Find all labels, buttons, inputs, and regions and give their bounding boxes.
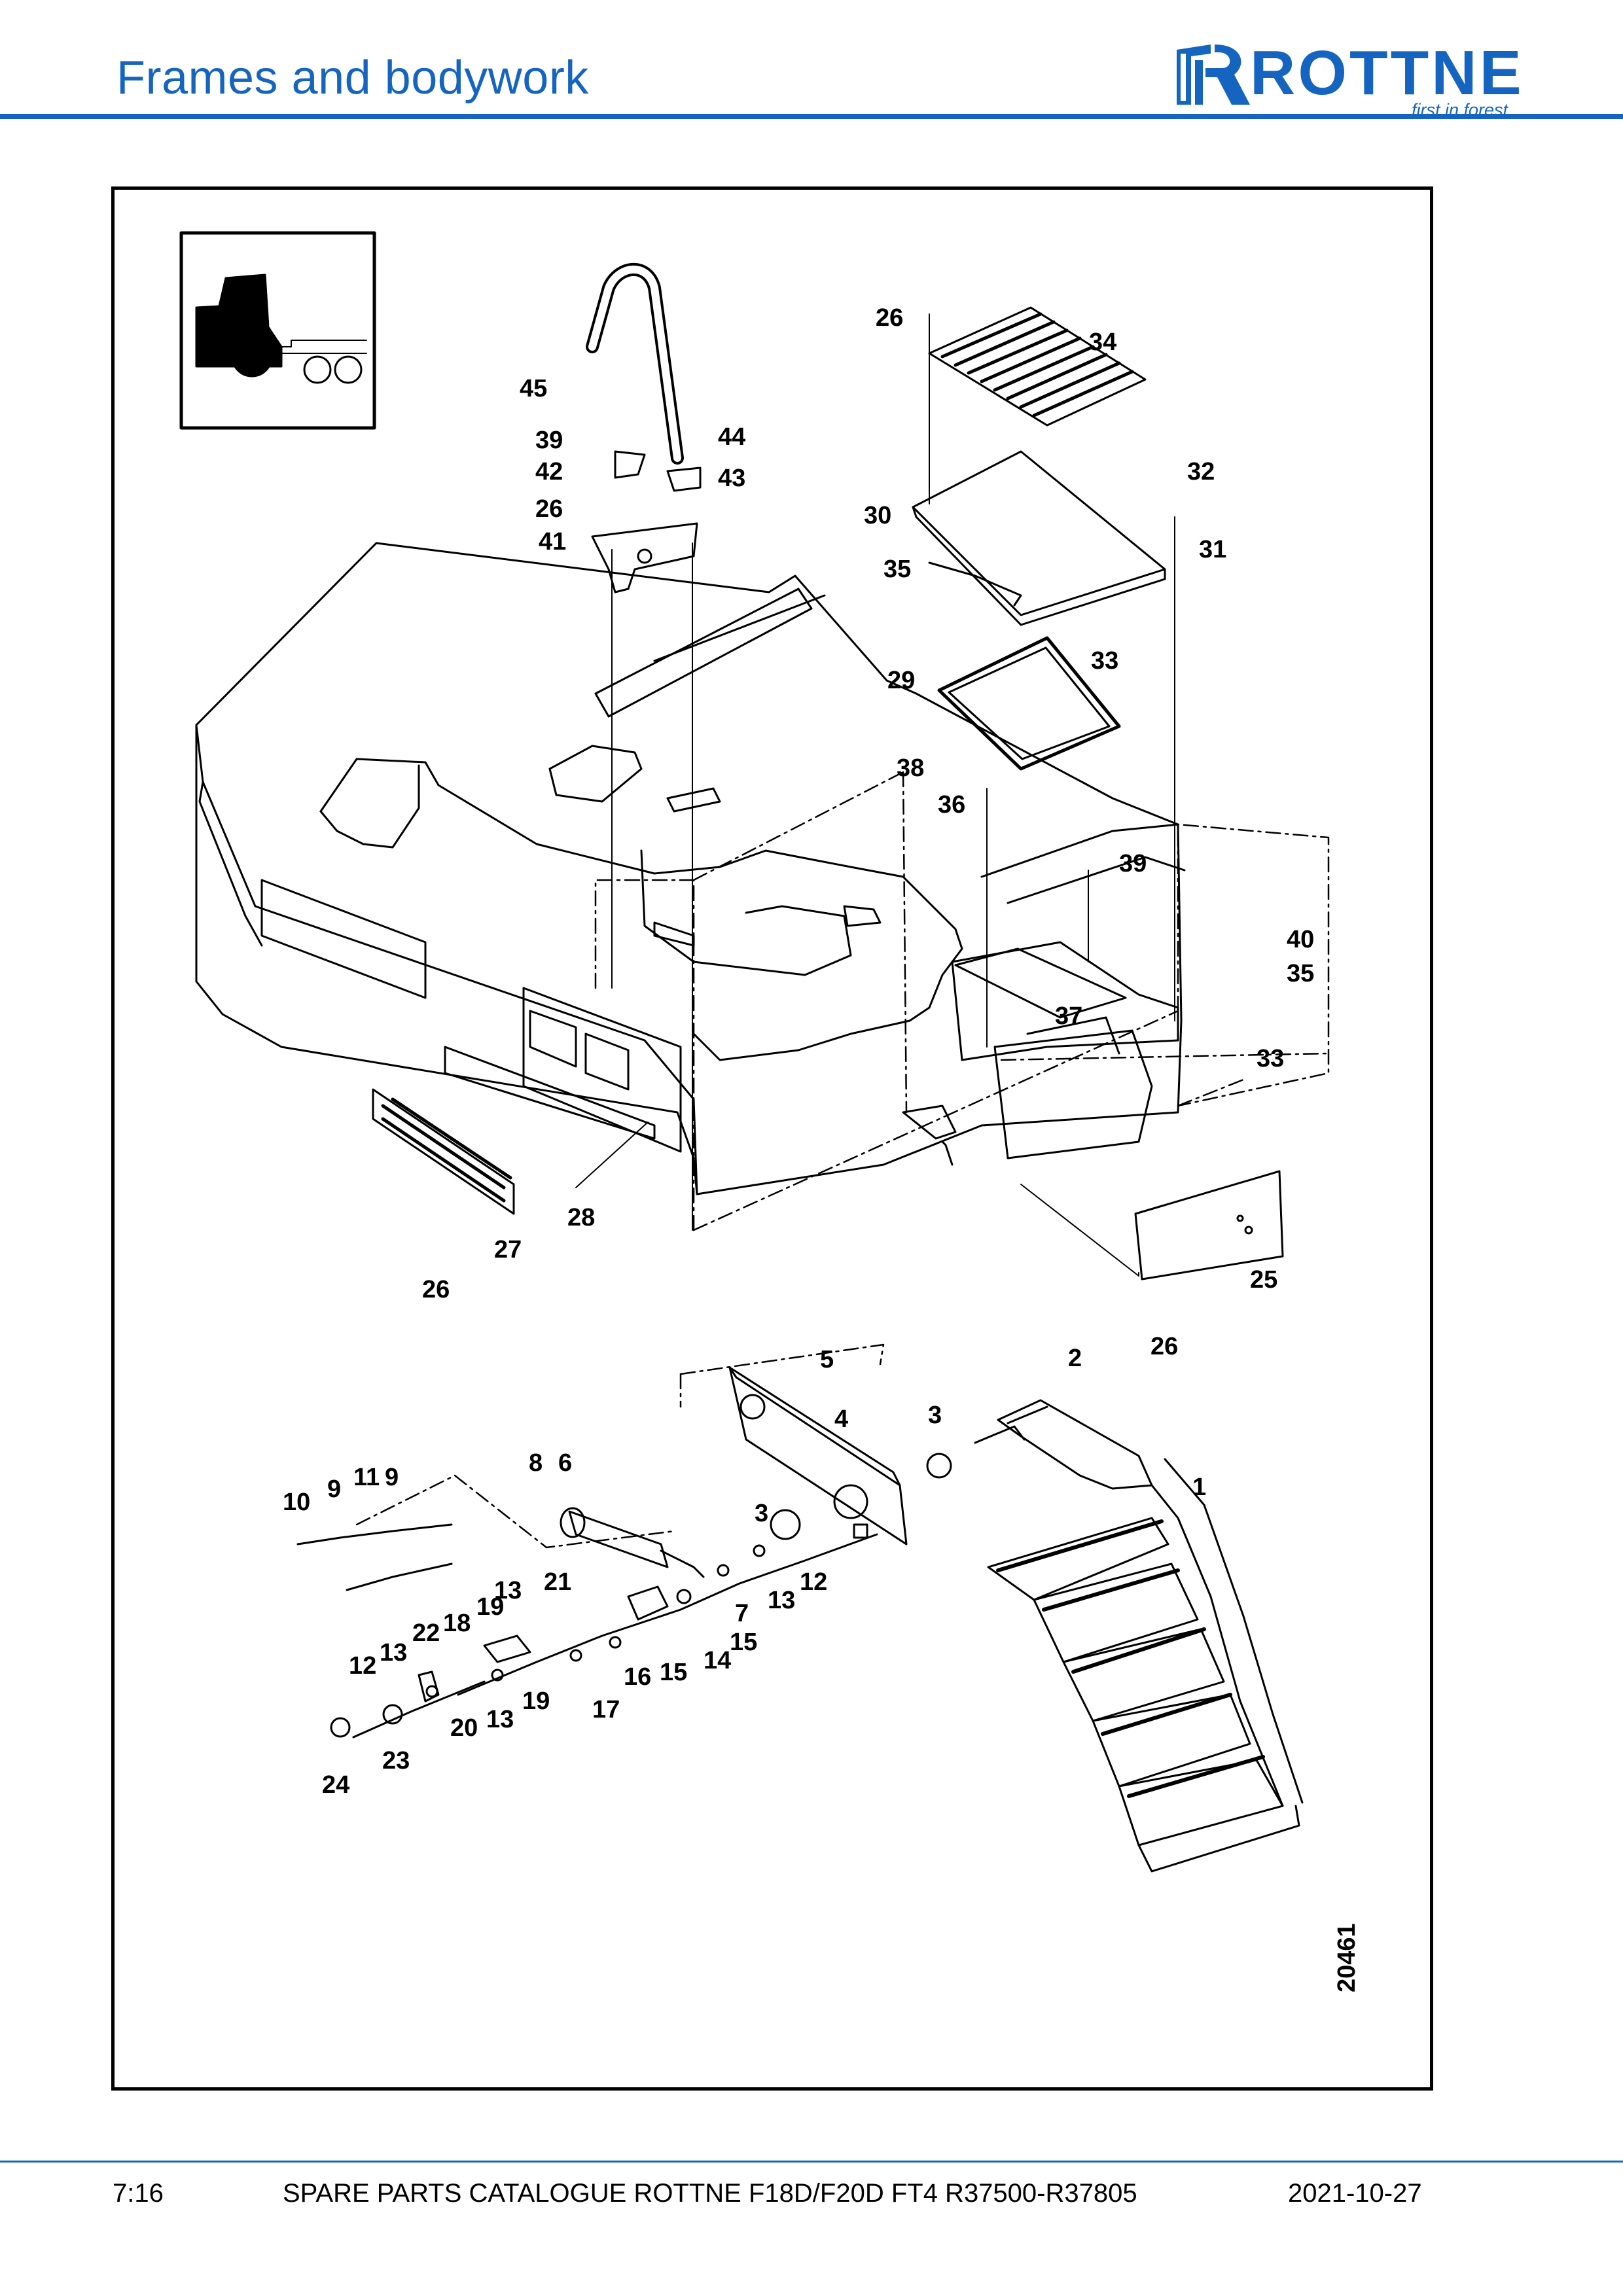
mount-plate-part: [728, 1366, 908, 1545]
callout-26: 26: [876, 304, 903, 332]
callout-41: 41: [539, 528, 566, 556]
brand-tagline: first in forest: [1411, 100, 1508, 120]
callout-23: 23: [382, 1747, 410, 1775]
brand-name: ROTTNE: [1250, 38, 1524, 108]
callout-39: 39: [1119, 850, 1147, 877]
callout-3: 3: [755, 1500, 768, 1527]
callout-21: 21: [544, 1568, 571, 1596]
callout-14: 14: [704, 1647, 731, 1674]
callout-13: 13: [494, 1577, 522, 1604]
callout-43: 43: [718, 465, 745, 492]
step-cover-part: [912, 450, 1166, 626]
callout-13: 13: [380, 1639, 407, 1667]
callout-12: 12: [349, 1652, 376, 1680]
drawing-frame: [111, 186, 1433, 2091]
assembly-guide-lines: [355, 771, 1330, 1549]
cover-plate-28-part: [444, 1046, 656, 1140]
callout-35: 35: [1287, 960, 1314, 987]
callout-29: 29: [887, 667, 915, 694]
header-rule: [0, 114, 1623, 119]
callout-6: 6: [558, 1449, 572, 1477]
callout-4: 4: [834, 1405, 848, 1433]
machine-location-icon: [179, 231, 376, 430]
callout-17: 17: [592, 1696, 620, 1723]
callout-19: 19: [522, 1687, 550, 1715]
page-title: Frames and bodywork: [116, 52, 589, 104]
handrail-part: [586, 262, 702, 593]
callout-10: 10: [283, 1489, 310, 1516]
figure-number: 20461: [1333, 1923, 1361, 1992]
callout-38: 38: [897, 754, 924, 782]
callout-31: 31: [1199, 536, 1226, 563]
callout-15: 15: [660, 1659, 687, 1686]
callout-28: 28: [567, 1204, 595, 1231]
callout-37: 37: [1055, 1002, 1082, 1030]
leader-lines: [575, 313, 1175, 1277]
callout-27: 27: [494, 1236, 522, 1263]
grille-part: [372, 1088, 515, 1215]
callout-9: 9: [327, 1475, 341, 1503]
callout-7: 7: [735, 1600, 749, 1627]
callout-26: 26: [1150, 1333, 1178, 1360]
grating-part: [928, 306, 1147, 427]
callout-35: 35: [883, 556, 911, 583]
brand-logo: ROTTNE first in forest: [1171, 41, 1522, 119]
callout-1: 1: [1192, 1474, 1206, 1501]
front-frame-assembly: [195, 542, 1186, 1195]
frame-ring-part: [937, 636, 1121, 771]
access-ladder-part: [987, 1399, 1304, 1873]
rottne-logo-mark-icon: [1177, 44, 1250, 105]
callout-30: 30: [864, 502, 891, 529]
callout-2: 2: [1068, 1345, 1082, 1372]
callout-22: 22: [412, 1619, 440, 1647]
callout-25: 25: [1250, 1266, 1277, 1294]
callout-12: 12: [800, 1568, 827, 1596]
callout-16: 16: [624, 1663, 651, 1691]
callout-24: 24: [322, 1771, 349, 1799]
cylinder-part: [560, 1507, 705, 1578]
callout-20: 20: [450, 1714, 478, 1742]
callout-3: 3: [928, 1402, 942, 1429]
callout-5: 5: [820, 1346, 834, 1373]
callout-26: 26: [876, 304, 903, 332]
callout-45: 45: [520, 375, 547, 402]
callout-44: 44: [718, 423, 745, 451]
callout-13: 13: [768, 1587, 795, 1614]
callout-18: 18: [443, 1610, 471, 1637]
callout-8: 8: [529, 1449, 543, 1477]
callout-26: 26: [535, 495, 563, 523]
callout-11: 11: [353, 1464, 380, 1491]
callout-15: 15: [730, 1629, 757, 1656]
hinge-pins-part: [296, 1425, 1026, 1739]
catalogue-title: SPARE PARTS CATALOGUE ROTTNE F18D/F20D F…: [283, 2179, 1137, 2208]
page-number: 7:16: [113, 2179, 164, 2208]
callout-32: 32: [1187, 458, 1215, 486]
callout-33: 33: [1091, 647, 1118, 675]
footer-rule: [0, 2161, 1623, 2163]
callout-26: 26: [422, 1276, 450, 1303]
callout-19: 19: [476, 1593, 504, 1621]
catalogue-date: 2021-10-27: [1288, 2179, 1422, 2208]
callout-9: 9: [385, 1464, 399, 1491]
callout-36: 36: [938, 791, 965, 819]
callout-33: 33: [1257, 1045, 1284, 1072]
callout-42: 42: [535, 458, 563, 486]
callout-39: 39: [535, 427, 563, 454]
callout-40: 40: [1287, 926, 1314, 953]
callout-34: 34: [1089, 328, 1116, 356]
callout-13: 13: [486, 1706, 514, 1733]
cover-plate-part: [1134, 1170, 1284, 1280]
